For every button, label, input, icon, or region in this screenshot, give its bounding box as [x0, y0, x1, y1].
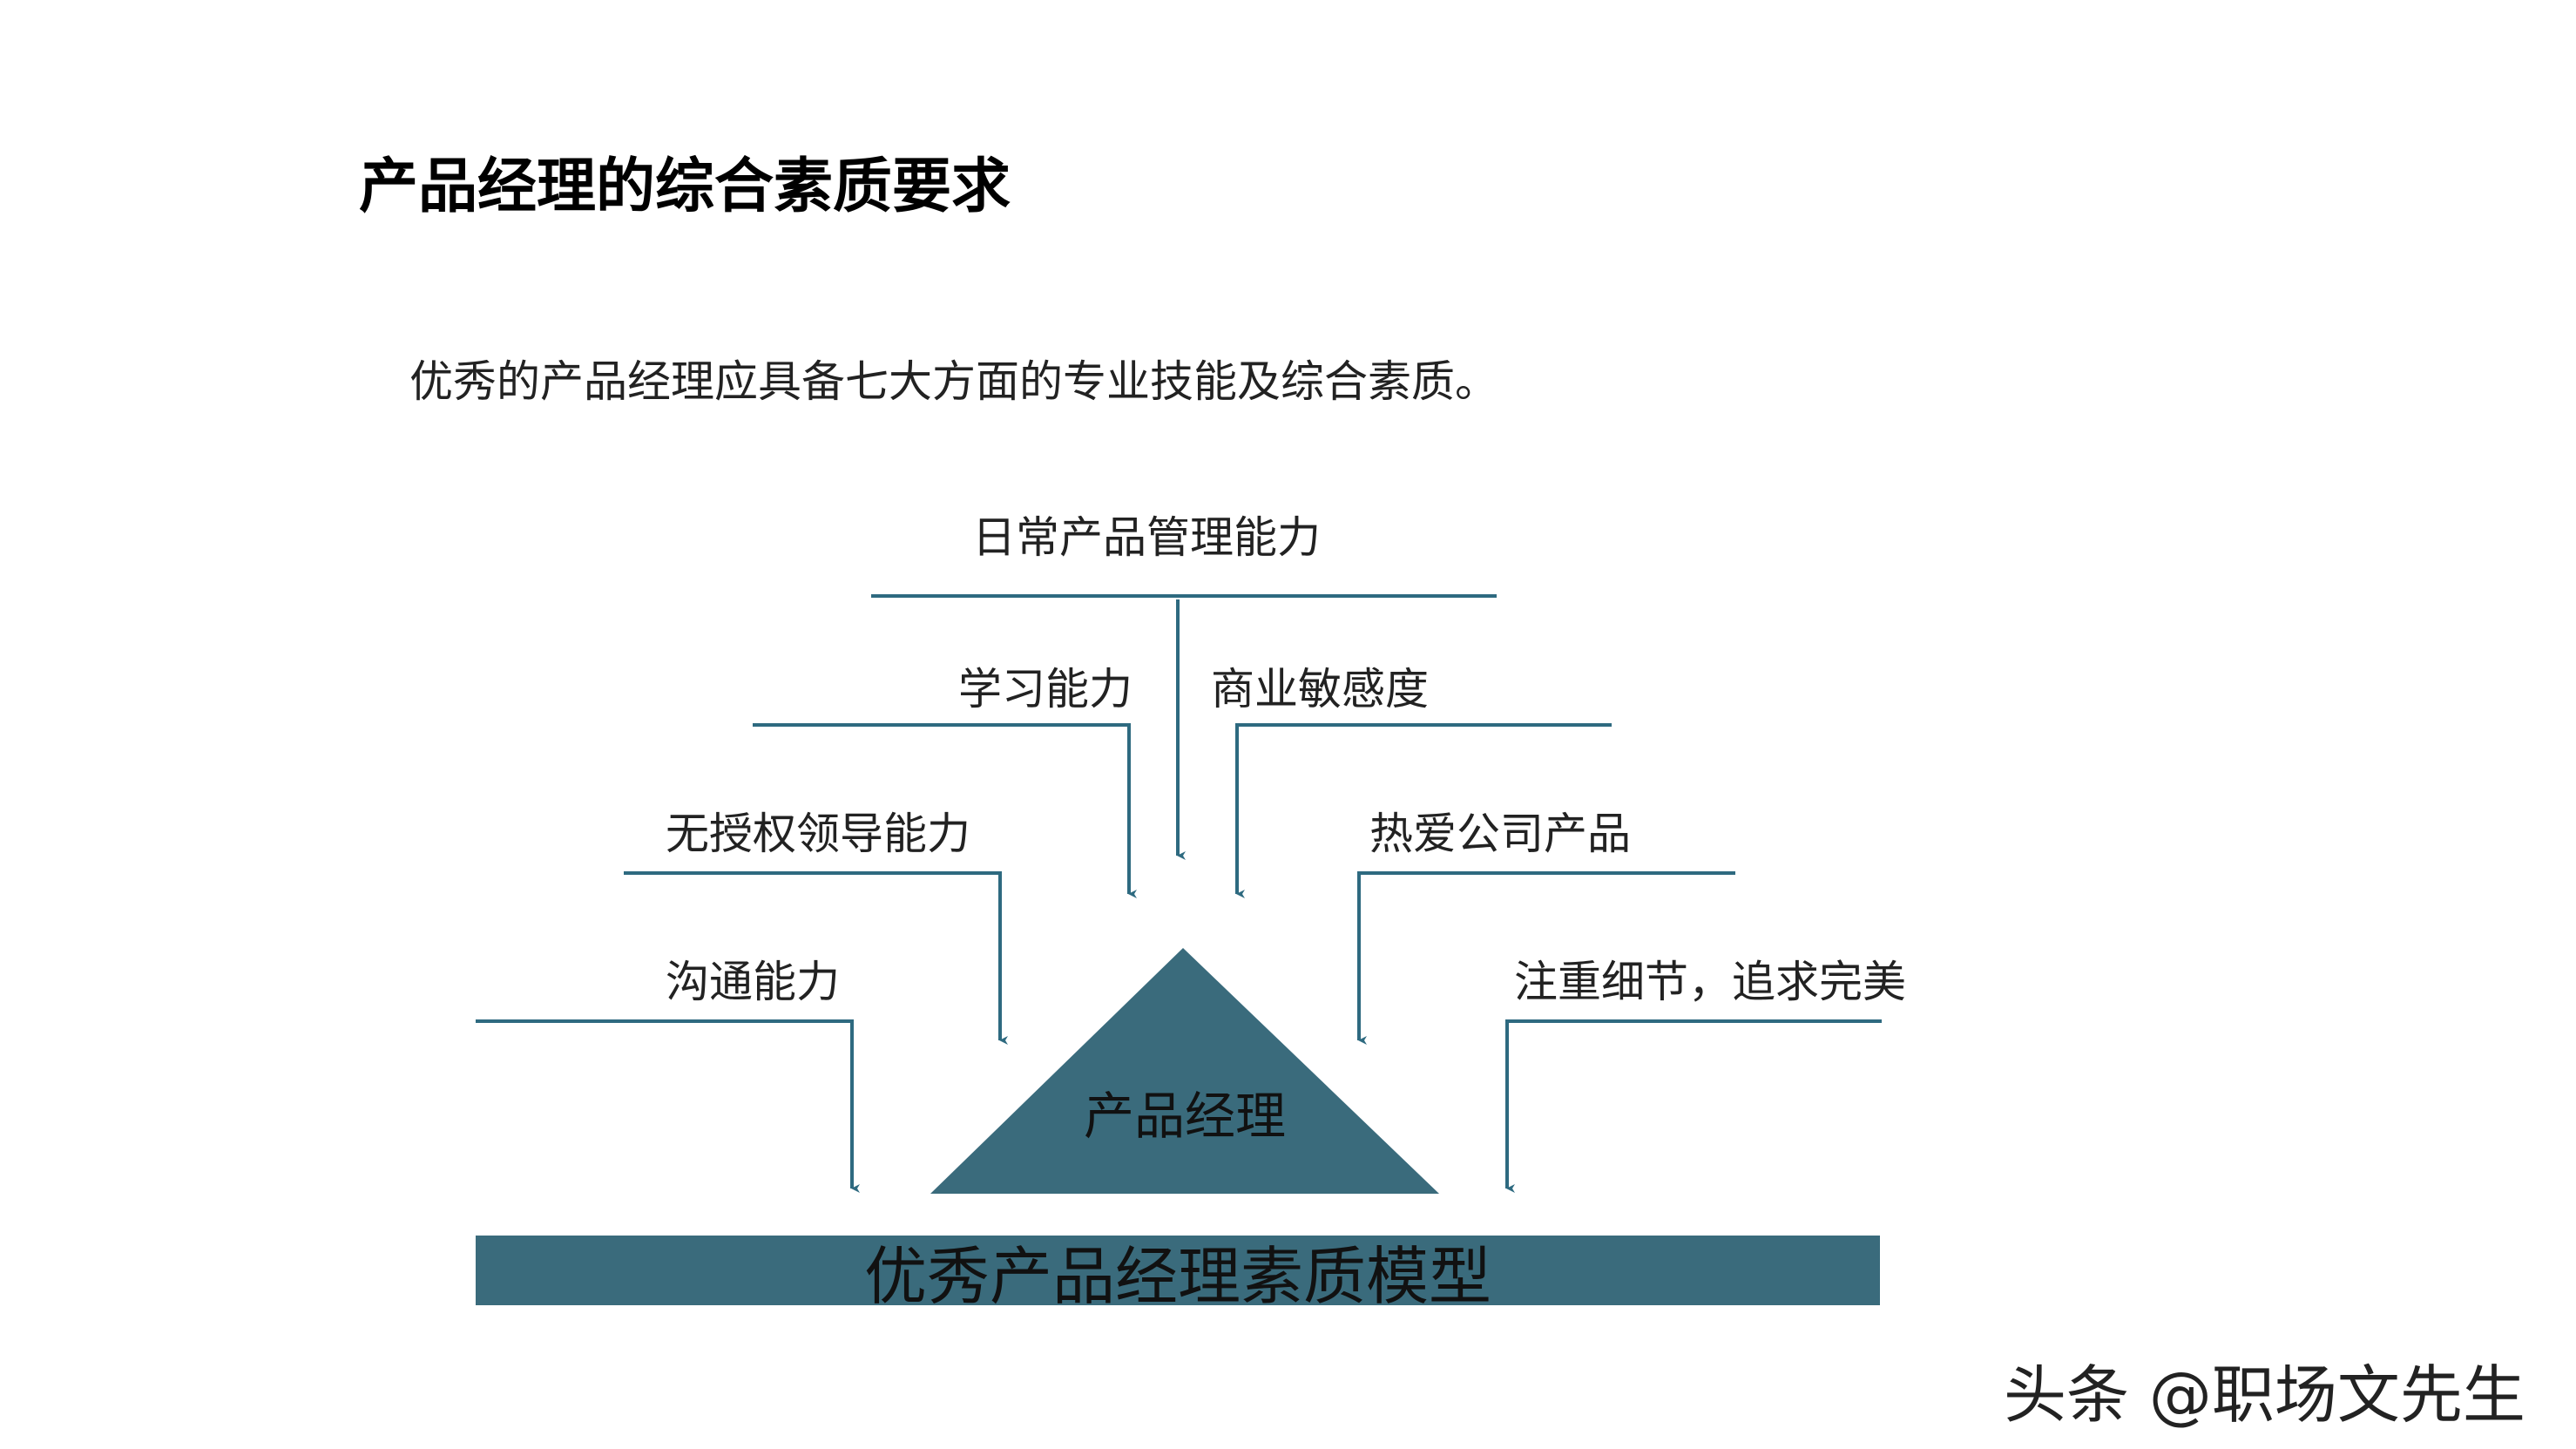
skill-business-sense: 商业敏感度 [1211, 664, 1429, 714]
connector-right-3 [1505, 1019, 1882, 1193]
connector-right-2 [1357, 871, 1735, 1045]
skill-learning: 学习能力 [958, 664, 1132, 714]
skill-communication: 沟通能力 [666, 957, 840, 1007]
watermark: 头条 @职场文先生 [2004, 1358, 2525, 1432]
skill-love-product: 热爱公司产品 [1369, 809, 1631, 859]
skill-daily-management: 日常产品管理能力 [972, 512, 1321, 563]
base-bar [476, 1236, 1880, 1305]
skill-attention-detail: 注重细节，追求完美 [1514, 957, 1906, 1007]
skill-leadership: 无授权领导能力 [666, 809, 970, 859]
connector-left-1 [753, 723, 1137, 898]
center-label: 产品经理 [1083, 1087, 1286, 1146]
product-manager-triangle [930, 948, 1439, 1194]
connector-left-3 [476, 1019, 860, 1193]
base-label: 优秀产品经理素质模型 [863, 1239, 1491, 1313]
connector-left-2 [624, 871, 1008, 1045]
intro-text: 优秀的产品经理应具备七大方面的专业技能及综合素质。 [409, 356, 1498, 407]
connector-right-1 [1235, 723, 1612, 898]
page-title: 产品经理的综合素质要求 [359, 152, 1011, 221]
